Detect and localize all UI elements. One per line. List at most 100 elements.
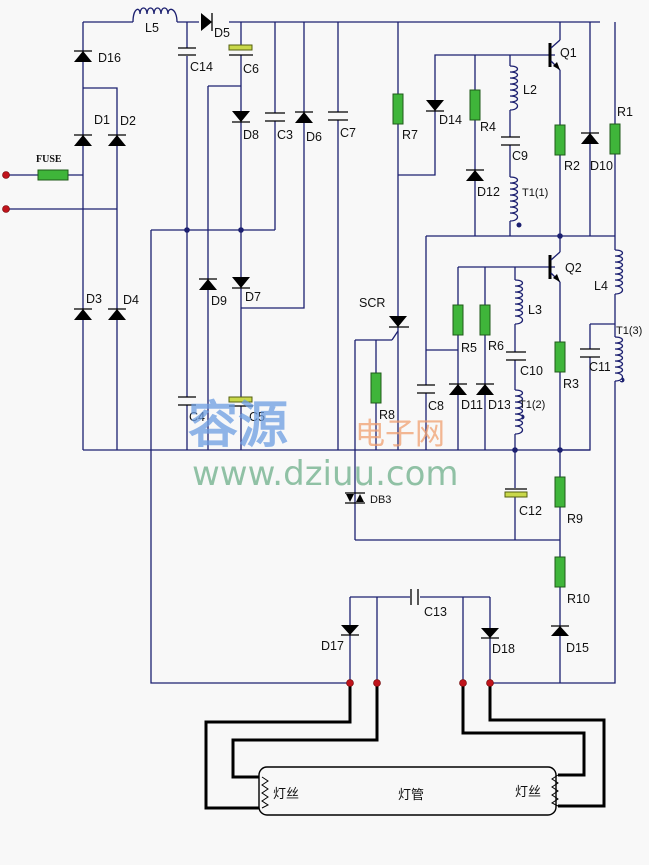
watermark-sub: 电子网 [355, 417, 445, 452]
svg-text:D2: D2 [120, 114, 136, 128]
resistor-R8: R8 [370, 372, 395, 422]
svg-text:R2: R2 [564, 159, 580, 173]
filament-left [261, 776, 269, 809]
diode-D14: D14 [426, 100, 462, 127]
svg-text:D15: D15 [566, 641, 589, 655]
lamp-terminal-3 [459, 679, 467, 687]
svg-text:R5: R5 [461, 341, 477, 355]
svg-text:R4: R4 [480, 120, 496, 134]
svg-text:D11: D11 [461, 398, 483, 412]
filament-left-label: 灯丝 [273, 787, 299, 802]
svg-text:Q2: Q2 [565, 261, 582, 275]
svg-text:D8: D8 [243, 128, 259, 142]
capacitor-C6-electrolytic: C6 [228, 44, 259, 76]
diode-D1: D1 [74, 113, 110, 146]
svg-text:D12: D12 [477, 185, 500, 199]
svg-text:D18: D18 [492, 642, 515, 656]
svg-text:R7: R7 [402, 128, 418, 142]
resistor-R1: R1 [609, 105, 633, 155]
capacitor-C9: C9 [501, 136, 528, 163]
watermark: 容源 电子网 www.dziuu.com [188, 396, 459, 494]
capacitor-C10: C10 [506, 351, 543, 378]
svg-text:DB3: DB3 [370, 494, 391, 506]
svg-text:C6: C6 [243, 62, 259, 76]
capacitor-C8: C8 [417, 384, 444, 413]
diode-D11: D11 [449, 383, 483, 412]
svg-text:C5: C5 [249, 410, 265, 424]
svg-text:R10: R10 [567, 592, 590, 606]
resistor-R2: R2 [554, 124, 580, 173]
diode-D13: D13 [476, 383, 511, 412]
svg-text:L4: L4 [594, 279, 608, 293]
svg-text:C7: C7 [340, 126, 356, 140]
resistor-R6: R6 [479, 304, 504, 353]
diode-D3: D3 [74, 292, 102, 320]
svg-text:L2: L2 [523, 83, 537, 97]
diac-DB3: DB3 [345, 492, 391, 506]
watermark-brand: 容源 [188, 396, 288, 454]
diode-D6: D6 [295, 111, 322, 144]
inductor-L3: L3 [510, 279, 542, 325]
svg-text:D1: D1 [94, 113, 110, 127]
svg-text:T1(3): T1(3) [616, 325, 642, 337]
filament-right [551, 774, 559, 807]
svg-text:D6: D6 [306, 130, 322, 144]
resistor-R5: R5 [452, 304, 477, 355]
filament-right-label: 灯丝 [515, 785, 541, 800]
transformer-winding-T1-3: T1(3) [610, 325, 642, 382]
diode-D2: D2 [108, 114, 136, 146]
input-terminal-neutral [2, 205, 10, 213]
diode-D7: D7 [232, 277, 261, 304]
diode-D12: D12 [466, 169, 500, 199]
svg-text:T1(1): T1(1) [522, 187, 548, 199]
watermark-url: www.dziuu.com [192, 454, 459, 494]
svg-text:D17: D17 [321, 639, 344, 653]
svg-text:C3: C3 [277, 128, 293, 142]
lamp-wires [204, 683, 606, 810]
resistor-R7: R7 [392, 93, 418, 142]
svg-text:SCR: SCR [359, 296, 385, 310]
resistor-R3: R3 [554, 341, 579, 391]
svg-text:C14: C14 [190, 60, 213, 74]
transformer-winding-T1-1: T1(1) [505, 176, 548, 222]
resistor-R4: R4 [469, 89, 496, 134]
svg-text:C10: C10 [520, 364, 543, 378]
svg-text:R8: R8 [379, 408, 395, 422]
diode-D10: D10 [581, 132, 613, 173]
lamp-terminal-2 [373, 679, 381, 687]
svg-text:D14: D14 [439, 113, 462, 127]
svg-text:C4: C4 [189, 410, 205, 424]
svg-text:L5: L5 [145, 21, 159, 35]
fuse-label: FUSE [36, 154, 62, 165]
svg-text:R6: R6 [488, 339, 504, 353]
capacitor-C14: C14 [178, 47, 213, 74]
svg-text:D16: D16 [98, 51, 121, 65]
svg-text:C13: C13 [424, 605, 447, 619]
lamp-terminal-4 [486, 679, 494, 687]
capacitor-C11: C11 [580, 348, 611, 374]
transistor-Q2: Q2 [548, 251, 582, 283]
svg-text:C8: C8 [428, 399, 444, 413]
diode-D4: D4 [108, 293, 139, 320]
fluorescent-tube: 灯丝 灯管 灯丝 [258, 766, 559, 816]
capacitor-C5-electrolytic: C5 [228, 396, 265, 424]
capacitor-C13: C13 [410, 589, 447, 619]
transformer-winding-T1-2: T1(2) [510, 389, 545, 435]
svg-text:C11: C11 [589, 360, 611, 374]
svg-text:R1: R1 [617, 105, 633, 119]
diode-D8: D8 [232, 111, 259, 142]
transistor-Q1: Q1 [548, 39, 577, 71]
svg-text:D5: D5 [214, 26, 230, 40]
capacitor-C7: C7 [328, 111, 356, 140]
diode-D5: D5 [199, 12, 230, 40]
fuse: FUSE [36, 154, 69, 181]
svg-text:T1(2): T1(2) [519, 399, 545, 411]
svg-text:D10: D10 [590, 159, 613, 173]
diode-D15: D15 [551, 625, 589, 655]
inductor-L5: L5 [132, 7, 178, 35]
capacitor-C12-electrolytic: C12 [504, 488, 542, 518]
diode-D17: D17 [321, 625, 359, 653]
inductor-L2: L2 [505, 65, 537, 111]
svg-text:R3: R3 [563, 377, 579, 391]
